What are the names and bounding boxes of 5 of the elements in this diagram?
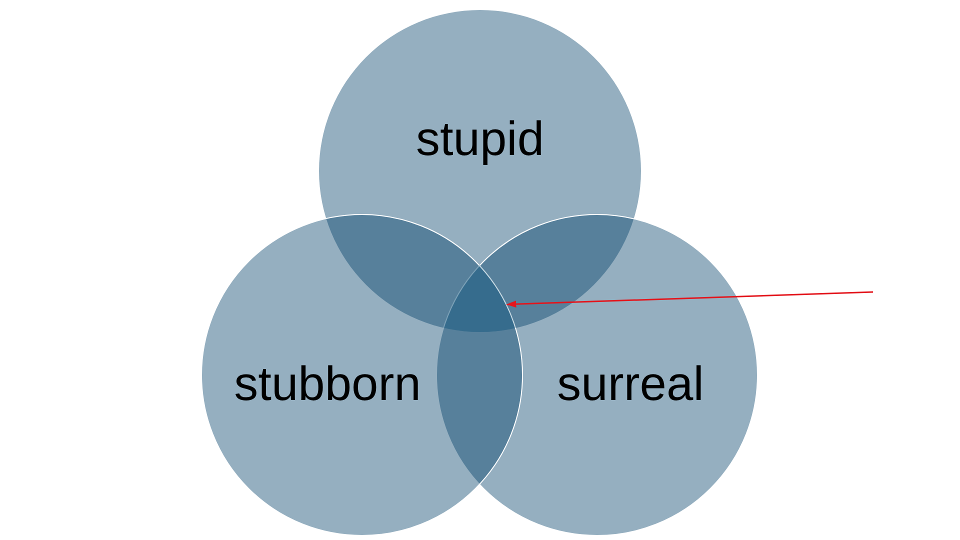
set-label: surreal (557, 360, 704, 408)
arrow (506, 291, 874, 308)
set-label: stubborn (234, 360, 421, 408)
set-label: stupid (416, 116, 544, 164)
overlap-region (443, 264, 516, 332)
